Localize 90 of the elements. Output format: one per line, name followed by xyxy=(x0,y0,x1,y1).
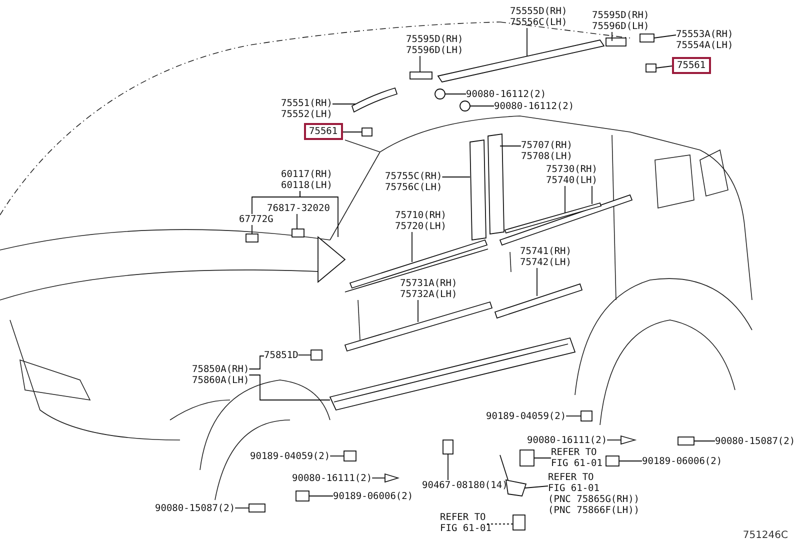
part-number: 90467-08180(14) xyxy=(422,480,508,491)
leader-line xyxy=(442,176,470,178)
reference-note: REFER TO FIG 61-01 xyxy=(440,512,492,534)
part-number: 75850A(RH) xyxy=(192,364,250,375)
part-number: 75756C(LH) xyxy=(385,182,442,193)
screw-icon xyxy=(620,435,637,445)
part-number: 75851D xyxy=(264,350,298,361)
reference-note: (PNC 75865G(RH)) xyxy=(548,494,640,505)
pad-icon xyxy=(410,72,432,80)
part-number: 75755C(RH) xyxy=(385,171,442,182)
part-number: 90080-15087(2) xyxy=(715,436,796,447)
part-number: 75555D(RH) xyxy=(510,6,568,17)
part-number: 75731A(RH) xyxy=(400,278,458,289)
clip-icon xyxy=(362,128,372,136)
leader-line xyxy=(654,34,676,38)
part-number: 75720(LH) xyxy=(395,221,446,232)
part-number: 75595D(RH) xyxy=(592,10,650,21)
clip-icon xyxy=(344,450,356,462)
part-number: 75741(RH) xyxy=(520,246,572,257)
part-number: 75710(RH) xyxy=(395,210,446,221)
leader-line xyxy=(296,214,298,230)
part-number: 75708(LH) xyxy=(521,151,572,162)
part-number: 75556C(LH) xyxy=(510,17,568,28)
clip-icon xyxy=(640,34,654,42)
part-number: 67772G xyxy=(239,214,274,225)
part-number: 75553A(RH) xyxy=(676,29,734,40)
part-number: 90189-04059(2) xyxy=(486,411,566,422)
clip-icon xyxy=(580,410,592,422)
part-number: 90080-16111(2) xyxy=(527,435,608,446)
leader-line xyxy=(298,354,312,356)
trim-strip xyxy=(344,301,493,352)
part-number: 75551(RH) xyxy=(281,98,332,109)
reference-note: REFER TO FIG 61-01 xyxy=(551,447,604,469)
part-number: 90189-06006(2) xyxy=(333,491,414,502)
part-number: 60117(RH) xyxy=(281,169,332,180)
clip-icon xyxy=(310,350,322,360)
part-number: 75707(RH) xyxy=(521,140,572,151)
highlight-frame xyxy=(672,57,711,74)
leader-line xyxy=(248,356,264,370)
clip-icon xyxy=(246,234,258,242)
trim-strip xyxy=(494,283,583,319)
bolt-icon xyxy=(248,504,266,512)
leader-line xyxy=(524,486,548,488)
part-number: 90080-16112(2) xyxy=(466,89,546,100)
screw-icon xyxy=(384,473,400,483)
part-number: 75552(LH) xyxy=(281,109,332,120)
part-number: 75730(RH) xyxy=(546,164,598,175)
bolt-icon xyxy=(678,436,694,446)
part-number: 75595D(RH) xyxy=(406,34,464,45)
clip-icon xyxy=(460,100,470,112)
clip-icon xyxy=(512,514,526,530)
leader-line xyxy=(694,440,716,442)
pad-icon xyxy=(606,38,626,46)
part-number: 75554A(LH) xyxy=(676,40,734,51)
trim-strip xyxy=(488,133,504,235)
clip-icon xyxy=(442,440,454,454)
clip-icon xyxy=(606,456,620,466)
part-number: 75732A(LH) xyxy=(400,289,458,300)
part-number: 75596D(LH) xyxy=(406,45,464,56)
leader-line xyxy=(526,28,528,56)
leader-line xyxy=(618,460,642,462)
reference-note: REFER TO FIG 61-01 xyxy=(548,472,600,494)
leader-line xyxy=(300,190,338,238)
part-number: 90189-04059(2) xyxy=(250,451,330,462)
part-number: 75860A(LH) xyxy=(192,375,250,386)
highlight-frame xyxy=(304,123,343,140)
part-number: 90080-15087(2) xyxy=(155,503,236,514)
clip-icon xyxy=(296,490,310,502)
part-number: 90189-06006(2) xyxy=(642,456,722,467)
leader-line xyxy=(536,268,538,296)
clip-icon xyxy=(520,450,534,466)
part-number: 75740(LH) xyxy=(546,175,598,186)
leader-line xyxy=(656,66,672,68)
reference-note: (PNC 75866F(LH)) xyxy=(548,505,640,516)
part-number: 75561 xyxy=(677,60,706,71)
part-number: 60118(LH) xyxy=(281,180,332,191)
figure-number: 751246C xyxy=(742,530,788,541)
clip-icon xyxy=(292,228,304,238)
part-number: 75561 xyxy=(309,126,338,137)
trim-strip xyxy=(504,202,602,234)
part-number: 76817-32020 xyxy=(267,203,330,214)
part-number: 75742(LH) xyxy=(520,257,572,268)
part-number: 75596D(LH) xyxy=(592,21,650,32)
leader-line xyxy=(248,374,330,400)
part-number: 90080-16111(2) xyxy=(292,473,372,484)
clip-icon xyxy=(646,64,656,72)
trim-strip xyxy=(352,88,398,112)
trim-strip xyxy=(470,139,486,241)
part-number: 90080-16112(2) xyxy=(494,101,574,112)
clip-icon xyxy=(434,88,446,100)
